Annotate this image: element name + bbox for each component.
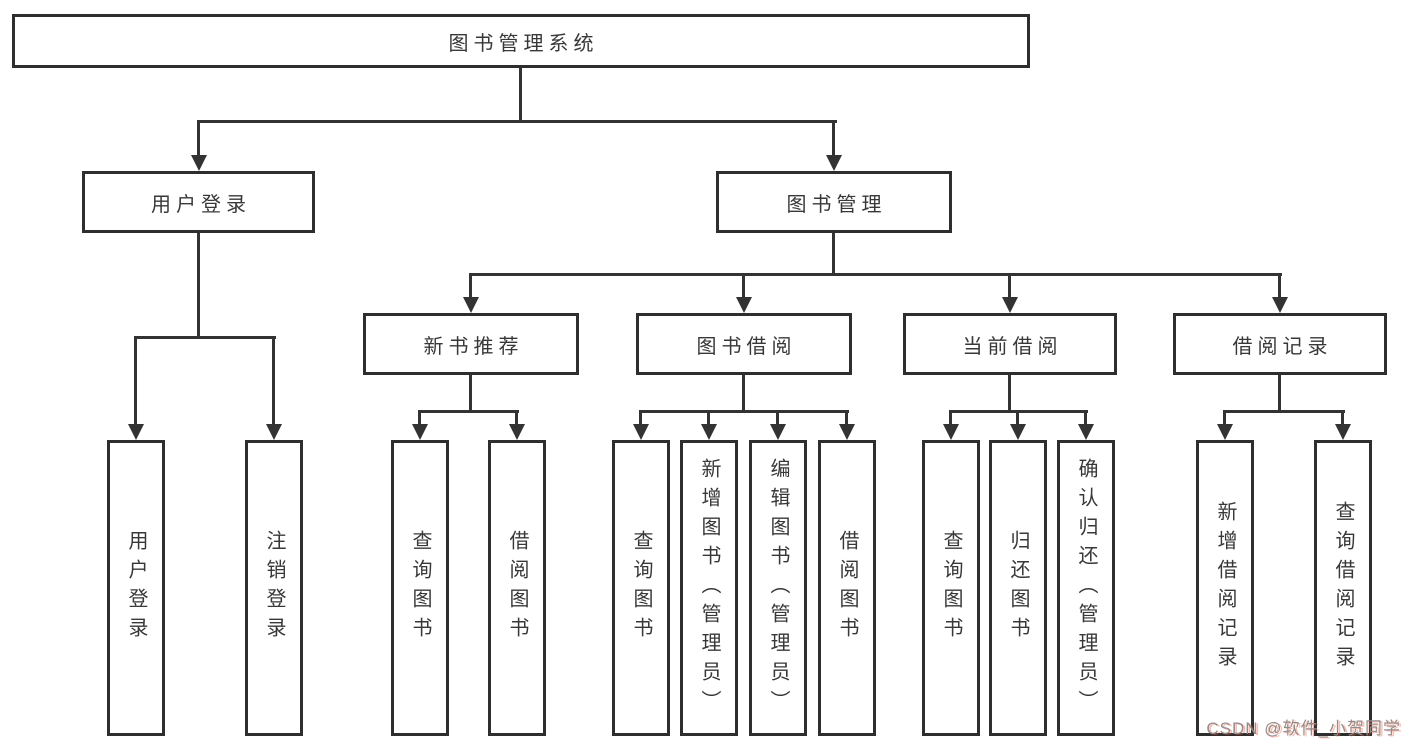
arrow-to-add-borrow-record (1216, 410, 1233, 440)
watermark-text: CSDN @软件_小贺同学 (1206, 719, 1401, 738)
arrow-to-borrowing-records (1271, 273, 1288, 313)
arrow-to-book-borrowing (735, 273, 752, 313)
arrow-to-borrow-books-b (838, 410, 855, 440)
arrow-to-user-login (190, 120, 207, 171)
node-current-borrowing: 当前借阅 (903, 313, 1117, 375)
arrow-to-edit-book-admin (769, 410, 786, 440)
arrow-to-confirm-return-admin (1077, 410, 1094, 440)
connector-level3-branch (469, 273, 1282, 276)
arrow-to-add-book-admin (700, 410, 717, 440)
leaf-edit-book-admin: 编辑图书（管理员） (749, 440, 807, 736)
leaf-query-books-c: 查询图书 (922, 440, 980, 736)
arrow-to-leaf-user-login (127, 336, 144, 440)
arrow-to-query-books-b (632, 410, 649, 440)
node-new-book-recommendation: 新书推荐 (363, 313, 579, 375)
node-borrowing-records: 借阅记录 (1173, 313, 1387, 375)
leaf-user-login: 用户登录 (107, 440, 165, 736)
connector-book-management-stem (832, 233, 835, 273)
connector-level2-branch (197, 120, 837, 123)
arrow-to-new-book-recommendation (462, 273, 479, 313)
leaf-query-books-a: 查询图书 (391, 440, 449, 736)
connector-branch-borrowing (639, 410, 849, 413)
arrow-to-return-books (1009, 410, 1026, 440)
arrow-to-query-borrow-record (1334, 410, 1351, 440)
arrow-to-borrow-books-a (508, 410, 525, 440)
connector-records-stem (1278, 375, 1281, 410)
node-user-login: 用户登录 (82, 171, 315, 233)
arrow-to-current-borrowing (1001, 273, 1018, 313)
node-library-system: 图书管理系统 (12, 14, 1030, 68)
arrow-to-query-books-c (942, 410, 959, 440)
connector-user-login-branch (134, 336, 276, 339)
connector-borrowing-stem (742, 375, 745, 410)
leaf-confirm-return-admin: 确认归还（管理员） (1057, 440, 1115, 736)
arrow-to-book-management (825, 120, 842, 171)
arrow-to-query-books-a (411, 410, 428, 440)
connector-branch-recommendation (419, 410, 519, 413)
connector-recommendation-stem (469, 375, 472, 410)
leaf-logout: 注销登录 (245, 440, 303, 736)
connector-user-login-stem (197, 233, 200, 336)
leaf-add-book-admin: 新增图书（管理员） (680, 440, 738, 736)
leaf-return-books: 归还图书 (989, 440, 1047, 736)
leaf-add-borrow-record: 新增借阅记录 (1196, 440, 1254, 736)
connector-root-stem (519, 68, 522, 120)
connector-branch-records (1223, 410, 1345, 413)
leaf-query-books-b: 查询图书 (612, 440, 670, 736)
node-book-borrowing: 图书借阅 (636, 313, 852, 375)
leaf-borrow-books-b: 借阅图书 (818, 440, 876, 736)
node-book-management: 图书管理 (716, 171, 952, 233)
arrow-to-leaf-logout (265, 336, 282, 440)
leaf-borrow-books-a: 借阅图书 (488, 440, 546, 736)
connector-current-stem (1008, 375, 1011, 410)
leaf-query-borrow-record: 查询借阅记录 (1314, 440, 1372, 736)
